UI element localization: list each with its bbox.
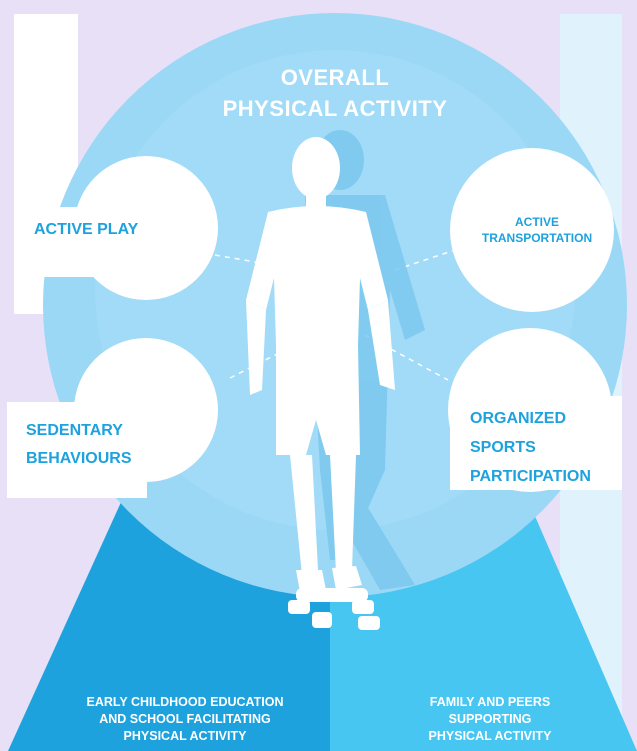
bottom-right-line-3: PHYSICAL ACTIVITY (428, 729, 552, 743)
skateboard (288, 588, 380, 630)
title-line-2: PHYSICAL ACTIVITY (222, 96, 448, 121)
active-play-box (14, 207, 124, 277)
skater-figure (246, 137, 395, 592)
organized-label: ORGANIZED SPORTS PARTICIPATION (470, 404, 591, 491)
organized-line-2: SPORTS (470, 439, 536, 456)
transport-label: ACTIVE TRANSPORTATION (442, 214, 632, 246)
sedentary-line-1: SEDENTARY (26, 422, 123, 439)
sedentary-box (7, 402, 147, 498)
organized-line-1: ORGANIZED (470, 410, 566, 427)
organized-box (450, 396, 622, 490)
organized-line-3: PARTICIPATION (470, 468, 591, 485)
overall-title: OVERALL PHYSICAL ACTIVITY (150, 62, 520, 124)
transport-circle[interactable] (450, 148, 614, 312)
transport-line-2: TRANSPORTATION (481, 231, 593, 245)
sedentary-label: SEDENTARY BEHAVIOURS (26, 417, 132, 473)
bottom-right-label: FAMILY AND PEERS SUPPORTING PHYSICAL ACT… (350, 694, 630, 745)
sedentary-line-2: BEHAVIOURS (26, 450, 132, 467)
bottom-left-line-1: EARLY CHILDHOOD EDUCATION (86, 695, 284, 709)
bottom-left-label: EARLY CHILDHOOD EDUCATION AND SCHOOL FAC… (40, 694, 330, 745)
active-play-label: ACTIVE PLAY (34, 221, 139, 238)
bottom-right-line-1: FAMILY AND PEERS (429, 695, 551, 709)
title-line-1: OVERALL (280, 65, 390, 90)
bottom-left-line-2: AND SCHOOL FACILITATING (99, 712, 271, 726)
bottom-right-line-2: SUPPORTING (448, 712, 532, 726)
transport-line-1: ACTIVE (514, 215, 559, 229)
bottom-left-line-3: PHYSICAL ACTIVITY (123, 729, 247, 743)
